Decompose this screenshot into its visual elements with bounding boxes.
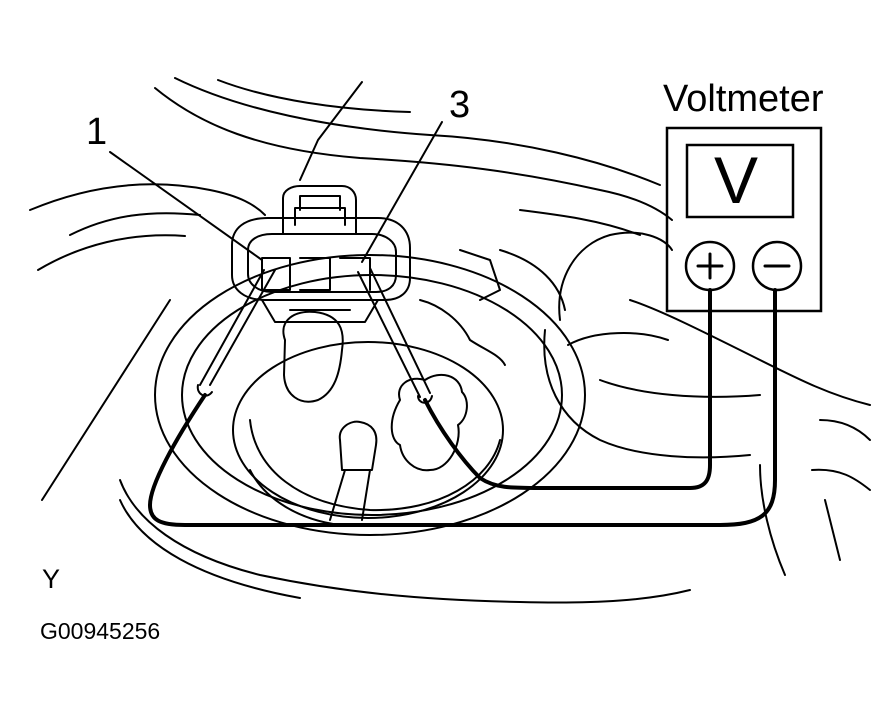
voltmeter-title: Voltmeter <box>663 78 824 120</box>
voltmeter-body <box>665 126 823 313</box>
voltmeter-display <box>685 143 795 219</box>
callout-leader-3 <box>361 121 443 263</box>
fuel-hose <box>558 231 673 321</box>
connector-housing <box>231 217 411 301</box>
callout-pin-3: 3 <box>449 84 471 126</box>
probe-left <box>199 269 276 386</box>
positive-lead-wire <box>423 288 712 490</box>
positive-terminal <box>684 240 736 292</box>
fuel-pump-ring <box>154 254 586 536</box>
voltmeter-readout: V <box>714 143 759 217</box>
view-label: Y <box>42 564 61 594</box>
callout-pin-1: 1 <box>86 111 108 153</box>
background-contour-lines <box>154 87 673 221</box>
callout-leader-1 <box>109 151 263 261</box>
negative-lead-wire <box>148 288 777 527</box>
pump-body <box>282 310 344 403</box>
figure-code: G00945256 <box>40 618 161 644</box>
negative-terminal <box>751 240 803 292</box>
plus-icon <box>696 252 724 280</box>
